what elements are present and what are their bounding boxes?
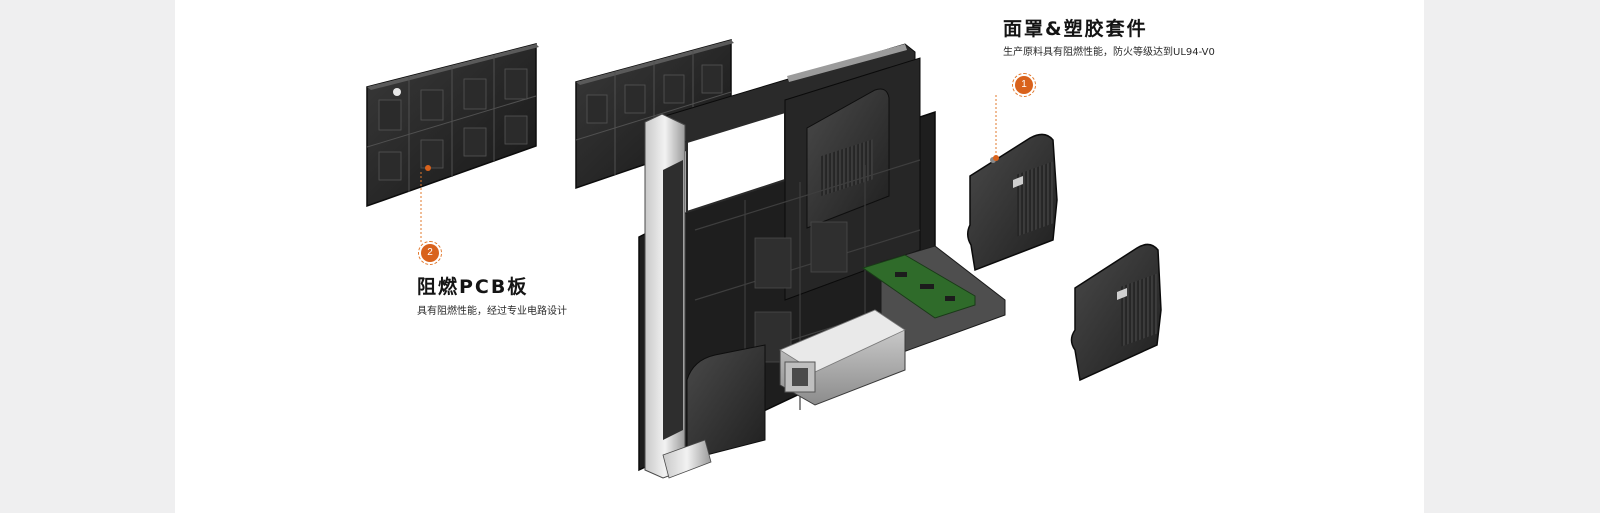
plastic-cover-lower [1070, 243, 1162, 382]
product-feature-page: 1 面罩&塑胶套件 生产原料具有阻燃性能，防火等级达到UL94-V0 2 阻燃P… [175, 0, 1424, 513]
power-supply [779, 309, 906, 406]
callout-number-badge-2: 2 [421, 244, 439, 262]
callout-subtitle-pcb: 具有阻燃性能，经过专业电路设计 [417, 306, 567, 317]
led-cabinet-exploded-view [366, 39, 1162, 479]
callout-badge-ring-1 [1012, 73, 1036, 97]
led-module-left [366, 43, 539, 208]
callout-subtitle-face-mask: 生产原料具有阻燃性能，防火等级达到UL94-V0 [1003, 47, 1215, 58]
callout-title-face-mask: 面罩&塑胶套件 [1003, 18, 1148, 40]
callout-badge-ring-2 [418, 241, 442, 265]
cabinet-frame [638, 43, 936, 479]
receiving-card-pcb [861, 245, 1006, 361]
callout-number-badge-1: 1 [1015, 76, 1033, 94]
plastic-cover-upper [967, 133, 1058, 272]
callout-title-pcb: 阻燃PCB板 [417, 276, 529, 298]
